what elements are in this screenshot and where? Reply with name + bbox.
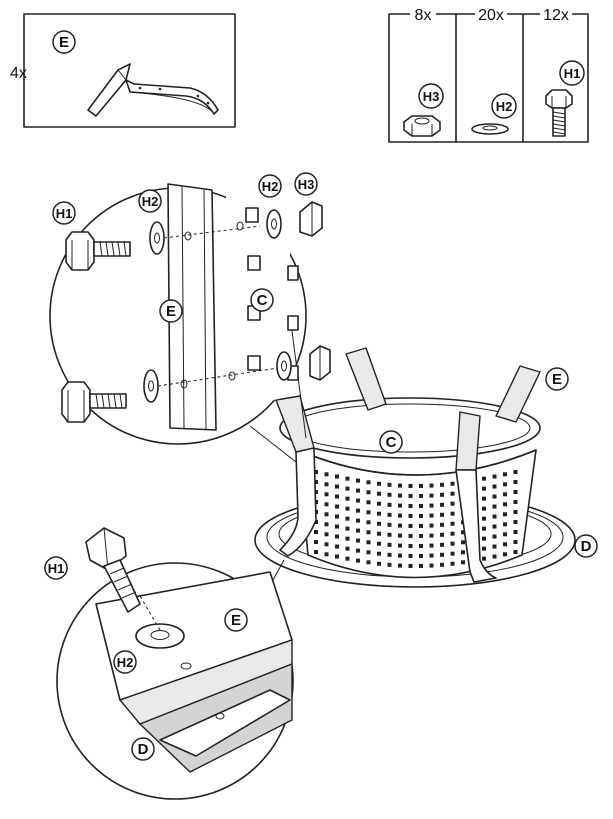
nut-top-detail	[299, 201, 323, 237]
assembly-label-base: D	[581, 538, 592, 555]
qty-h3: 8x	[415, 7, 432, 24]
bolt-bottom-detail	[61, 381, 127, 423]
basket-body-c	[297, 449, 537, 579]
bolt-bottom-detail-h1	[85, 527, 141, 613]
detail-bottom-label-washer: H2	[117, 655, 134, 670]
washer-bottom-left	[143, 369, 159, 403]
detail-bottom-label-panel: E	[231, 612, 241, 629]
leg-bracket-back-left	[345, 347, 387, 411]
label-h3: H3	[423, 89, 440, 104]
nut-icon	[403, 115, 441, 137]
part-label-circle	[52, 30, 76, 54]
assembly-label-basket: C	[386, 434, 397, 451]
leg-bracket-back-right	[495, 365, 541, 423]
part-box-frame	[23, 13, 236, 128]
main-assembly: C E D	[254, 347, 598, 588]
part-quantity: 4x	[10, 65, 27, 82]
hardware-table: 8x 20x 12x H3 H2 H1	[388, 6, 589, 143]
bolt-top-detail	[65, 231, 131, 271]
washer-icon	[471, 123, 509, 135]
washer-bottom-detail	[135, 623, 185, 649]
detail-bottom-label-bolt: H1	[48, 561, 65, 576]
detail-top: H1 H2 E C H2 H3	[49, 172, 331, 463]
leg-bracket-front	[455, 411, 497, 583]
qty-h1: 12x	[543, 7, 569, 24]
washer-top-left	[149, 221, 165, 255]
part-label: E	[59, 34, 69, 51]
detail-top-label-basket: C	[257, 292, 268, 309]
washer-bottom-right	[276, 351, 292, 381]
detail-bottom-label-base: D	[138, 741, 149, 758]
detail-top-label-washer-right: H2	[262, 179, 279, 194]
bolt-icon	[545, 89, 573, 137]
leg-bracket-left	[275, 395, 317, 557]
label-h2: H2	[496, 99, 513, 114]
part-e-box: 4x E	[10, 13, 236, 128]
washer-top-right	[266, 209, 282, 239]
label-h1: H1	[564, 66, 581, 81]
detail-top-label-nut: H3	[298, 177, 315, 192]
nut-bottom-detail	[309, 345, 331, 381]
detail-top-label-panel: E	[166, 303, 176, 320]
detail-top-label-washer-left: H2	[142, 194, 159, 209]
detail-bottom: H1 H2 E D	[44, 527, 294, 800]
assembly-label-leg: E	[552, 371, 562, 388]
qty-h2: 20x	[478, 7, 504, 24]
bracket-e-illustration	[87, 63, 219, 117]
detail-top-label-bolt: H1	[56, 206, 73, 221]
